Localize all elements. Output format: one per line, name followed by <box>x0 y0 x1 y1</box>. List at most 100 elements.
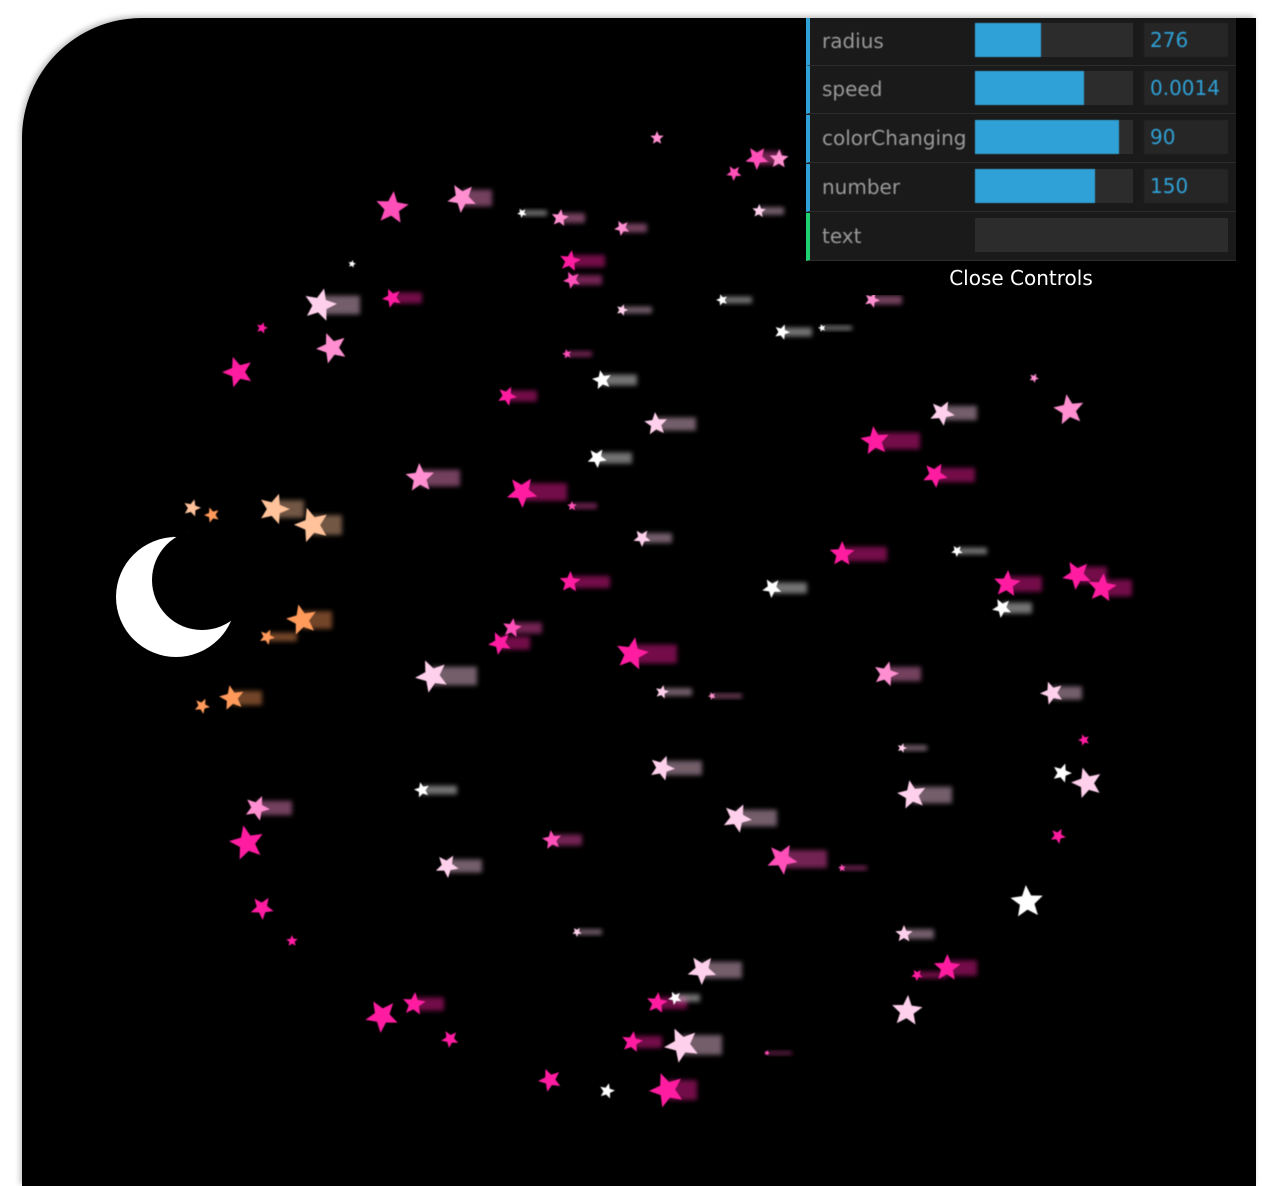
star-trail <box>597 452 632 464</box>
star-icon <box>1029 373 1039 383</box>
star-icon <box>933 954 961 980</box>
star-icon <box>648 1073 683 1108</box>
speed-value-field[interactable]: 0.0014 <box>1144 71 1228 105</box>
star-icon <box>1010 884 1043 917</box>
star-icon <box>752 204 766 217</box>
star-icon <box>488 632 511 655</box>
control-row-number: number 150 <box>806 164 1256 212</box>
star-icon <box>708 692 716 700</box>
star-icon <box>829 541 855 565</box>
panel-scroll-gutter <box>1236 18 1256 261</box>
control-label-radius: radius <box>822 29 884 53</box>
star-icon <box>403 992 426 1015</box>
star-icon <box>503 618 522 637</box>
star-icon <box>860 426 889 455</box>
star-trail <box>772 582 807 594</box>
radius-slider[interactable] <box>975 23 1133 57</box>
star-field-canvas <box>116 131 1132 1108</box>
star-trail <box>622 306 652 314</box>
star-icon <box>923 463 948 488</box>
star-trail <box>572 275 602 285</box>
star-trail <box>422 785 457 795</box>
star-icon <box>1062 562 1091 590</box>
star-icon <box>222 356 252 388</box>
radius-value-field[interactable]: 276 <box>1144 23 1228 57</box>
star-trail <box>1002 602 1032 614</box>
star-trail <box>872 295 902 305</box>
star-icon <box>600 1083 615 1099</box>
star-icon <box>897 743 908 753</box>
star-icon <box>614 220 630 236</box>
star-icon <box>229 825 263 860</box>
star-icon <box>506 478 538 508</box>
star-trail <box>942 405 977 421</box>
star-icon <box>219 685 244 710</box>
star-icon <box>592 370 611 390</box>
number-slider[interactable] <box>975 169 1133 203</box>
star-trail <box>957 547 987 555</box>
star-trail <box>257 800 292 816</box>
star-trail <box>917 971 947 979</box>
star-icon <box>651 755 676 781</box>
star-icon <box>633 530 651 548</box>
star-trail <box>522 210 547 216</box>
control-label-speed: speed <box>822 77 883 101</box>
radius-slider-fill <box>975 23 1042 57</box>
control-row-speed: speed 0.0014 <box>806 66 1256 114</box>
star-icon <box>498 386 517 406</box>
close-controls-button[interactable]: Close Controls <box>806 261 1236 295</box>
star-icon <box>668 991 682 1005</box>
star-trail <box>512 622 542 634</box>
star-trail <box>842 865 867 871</box>
star-icon <box>413 782 429 798</box>
star-icon <box>838 864 846 872</box>
number-value-field[interactable]: 150 <box>1144 169 1228 203</box>
star-icon <box>415 660 447 693</box>
star-icon <box>563 271 580 289</box>
star-icon <box>895 925 913 942</box>
star-icon <box>587 449 607 468</box>
star-trail <box>622 223 647 233</box>
star-trail <box>632 1035 662 1049</box>
star-icon <box>405 463 435 491</box>
star-icon <box>764 1050 771 1056</box>
color-changing-slider-fill <box>975 120 1119 154</box>
star-icon <box>726 166 742 182</box>
star-trail <box>656 417 696 431</box>
star-icon <box>257 322 269 334</box>
star-icon <box>992 599 1011 618</box>
star-icon <box>1053 394 1084 425</box>
animation-viewport: radius 276 speed 0.0014 colorChanging 90… <box>22 18 1256 1186</box>
star-icon <box>551 209 569 226</box>
star-trail <box>267 632 297 642</box>
star-trail <box>602 374 637 386</box>
control-label-number: number <box>822 175 901 199</box>
star-trail <box>822 325 852 331</box>
control-label-text: text <box>822 224 862 248</box>
color-changing-slider[interactable] <box>975 120 1133 154</box>
speed-slider-fill <box>975 71 1085 105</box>
star-trail <box>570 575 610 589</box>
star-trail <box>447 859 482 873</box>
star-icon <box>769 149 789 168</box>
color-changing-value-field[interactable]: 90 <box>1144 120 1228 154</box>
star-icon <box>775 324 790 340</box>
star-icon <box>365 1001 398 1033</box>
star-icon <box>644 412 668 435</box>
star-icon <box>892 995 923 1025</box>
star-icon <box>745 148 769 171</box>
star-trail <box>577 929 602 935</box>
star-icon <box>655 685 670 699</box>
star-icon <box>723 804 752 833</box>
text-input[interactable] <box>975 218 1228 252</box>
star-icon <box>767 845 798 875</box>
star-icon <box>930 401 955 426</box>
speed-slider[interactable] <box>975 71 1133 105</box>
star-icon <box>818 324 826 332</box>
star-icon <box>1077 734 1089 746</box>
star-icon <box>447 185 476 213</box>
star-icon <box>184 499 202 517</box>
star-icon <box>560 250 581 271</box>
star-trail <box>767 1051 792 1055</box>
star-icon <box>617 637 649 670</box>
